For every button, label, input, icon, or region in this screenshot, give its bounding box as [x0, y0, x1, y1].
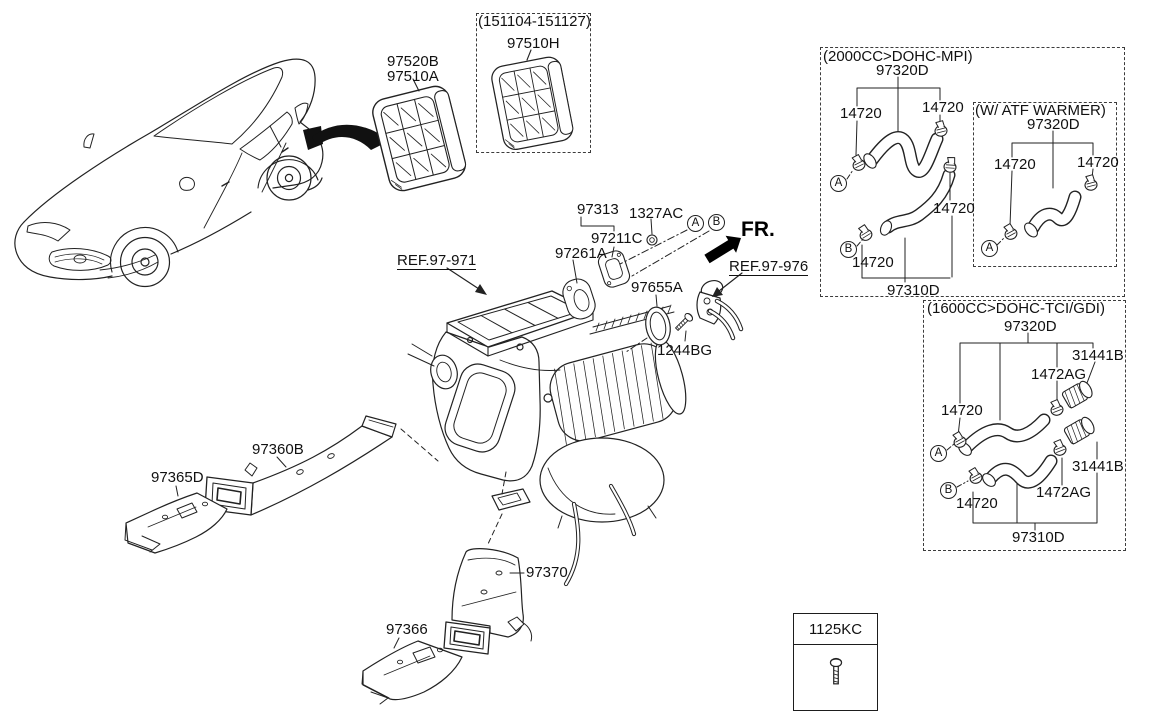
group-title-1600cc: (1600CC>DOHC-TCI/GDI) — [927, 300, 1105, 317]
part-label-14720-2000-right: 14720 — [933, 200, 975, 217]
group-box-2000cc — [820, 47, 1125, 297]
grommet-97261A — [562, 259, 596, 320]
part-label-14720-2000-bottom: 14720 — [852, 254, 894, 271]
group-box-date-range — [476, 13, 591, 153]
hoses-1600cc — [946, 332, 1098, 531]
hardware-box: 1125KC — [793, 613, 878, 711]
marker-a-main: A — [687, 215, 704, 232]
seal-ring-97655A — [625, 294, 671, 353]
group-title-atf: (W/ ATF WARMER) — [975, 102, 1106, 119]
part-label-14720-2000-topright: 14720 — [922, 99, 964, 116]
part-label-97510A: 97510A — [387, 68, 439, 85]
marker-leader-lines — [619, 229, 710, 277]
heater-pipes — [696, 279, 744, 341]
hose-atf-warmer — [996, 130, 1099, 246]
nut-1327AC — [646, 218, 658, 246]
gasket-group-bracket — [580, 216, 615, 258]
vent-grille-97510A — [369, 78, 469, 195]
group-title-2000cc: (2000CC>DOHC-MPI) — [823, 48, 973, 65]
ref-971-arrow — [446, 267, 487, 295]
fr-direction-label: FR. — [741, 218, 775, 241]
duct-97370 — [443, 548, 533, 655]
part-label-97261A: 97261A — [555, 245, 607, 262]
part-label-97365D: 97365D — [151, 469, 204, 486]
hoses-2000cc — [846, 76, 959, 283]
marker-a-2000: A — [830, 175, 847, 192]
ref-976-arrow — [712, 272, 743, 297]
part-label-1244BG: 1244BG — [657, 342, 713, 359]
duct-97365D — [124, 485, 228, 554]
pointer-swoosh — [312, 124, 389, 150]
part-label-97310D-2000: 97310D — [887, 282, 940, 299]
bolt-icon — [829, 657, 842, 685]
group-box-atf-warmer — [973, 102, 1117, 267]
part-label-97320D-1600: 97320D — [1004, 318, 1057, 335]
part-label-31441B-top: 31441B — [1072, 347, 1124, 364]
part-label-97520B: 97520B — [387, 53, 439, 70]
marker-b-2000: B — [840, 241, 857, 258]
group-box-1600cc — [923, 300, 1126, 551]
duct-97360B — [204, 415, 397, 516]
part-label-97370: 97370 — [526, 564, 568, 581]
part-label-1125KC: 1125KC — [808, 620, 863, 638]
part-label-31441B-bottom: 31441B — [1072, 458, 1124, 475]
marker-b-1600: B — [940, 482, 957, 499]
part-label-97360B: 97360B — [252, 441, 304, 458]
part-label-97366: 97366 — [386, 621, 428, 638]
part-label-97320D-atf: 97320D — [1027, 116, 1080, 133]
hvac-unit — [400, 290, 687, 587]
fr-direction-arrow — [704, 235, 741, 264]
duct-97366 — [361, 637, 463, 705]
part-label-1472AG-bottom: 1472AG — [1036, 484, 1092, 501]
ref-label-97-976: REF.97-976 — [729, 258, 809, 276]
marker-a-atf: A — [981, 240, 998, 257]
ref-label-97-971: REF.97-971 — [397, 252, 477, 270]
part-label-97510H: 97510H — [507, 35, 560, 52]
date-range-title: (151104-151127) — [478, 13, 591, 30]
part-label-14720-atf-left: 14720 — [994, 156, 1036, 173]
part-label-14720-1600-bottom: 14720 — [956, 495, 998, 512]
part-label-14720-atf-right: 14720 — [1077, 154, 1119, 171]
part-label-14720-1600-left: 14720 — [941, 402, 983, 419]
marker-b-main: B — [708, 214, 725, 231]
part-label-1327AC: 1327AC — [629, 205, 684, 222]
screw-1244BG — [673, 311, 695, 342]
part-label-14720-2000-left: 14720 — [840, 105, 882, 122]
marker-a-1600: A — [930, 445, 947, 462]
part-label-97320D-2000: 97320D — [876, 62, 929, 79]
part-label-97310D-1600: 97310D — [1012, 529, 1065, 546]
part-label-97313: 97313 — [577, 201, 619, 218]
car-illustration — [14, 58, 324, 288]
part-label-97211C: 97211C — [591, 230, 643, 247]
vent-grille-97510H — [489, 49, 576, 153]
gasket-97211C — [597, 250, 631, 288]
part-label-1472AG-top: 1472AG — [1031, 366, 1087, 383]
part-label-97655A: 97655A — [631, 279, 683, 296]
